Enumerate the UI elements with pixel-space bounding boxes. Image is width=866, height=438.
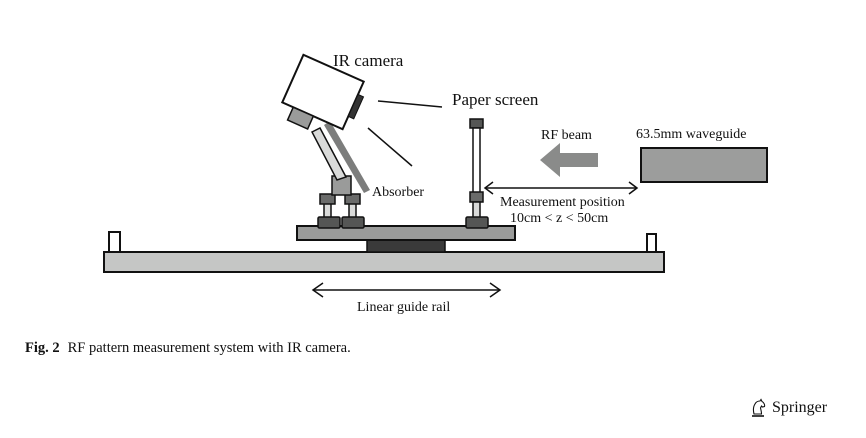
label-measurement-position: Measurement position — [500, 195, 625, 210]
camera-clamp-top-left — [319, 193, 336, 205]
camera-lens — [347, 93, 365, 120]
paper-screen-leader — [377, 100, 443, 108]
caption-text: RF pattern measurement system with IR ca… — [67, 340, 351, 356]
label-absorber: Absorber — [372, 185, 424, 200]
springer-horse-icon — [752, 398, 766, 417]
figure-caption: Fig. 2 RF pattern measurement system with… — [25, 340, 351, 357]
label-waveguide: 63.5mm waveguide — [636, 127, 746, 142]
screen-post — [472, 201, 481, 219]
camera-base-block — [286, 106, 315, 130]
waveguide — [640, 147, 768, 183]
publisher-name: Springer — [772, 399, 828, 416]
label-linear-guide-rail: Linear guide rail — [357, 300, 450, 315]
moving-platform — [296, 225, 516, 241]
absorber-plate — [324, 121, 370, 193]
label-ir-camera: IR camera — [333, 51, 404, 70]
camera-clamp-top-right — [344, 193, 361, 205]
measurement-distance-arrow — [483, 181, 639, 195]
figure-number: Fig. 2 — [25, 340, 60, 356]
screen-clamp-base — [465, 216, 489, 229]
paper-screen — [472, 127, 481, 195]
rail-end-stop-right — [646, 233, 657, 254]
label-rf-beam: RF beam — [541, 128, 592, 143]
label-measurement-range: 10cm < z < 50cm — [510, 211, 608, 226]
camera-clamp-base-left — [317, 216, 341, 229]
camera-arm — [310, 127, 348, 181]
publisher-logo: Springer — [748, 398, 827, 418]
screen-clamp-mid — [469, 191, 484, 203]
rf-measurement-diagram: IR camera Paper screen RF beam 63.5mm wa… — [103, 51, 768, 315]
label-paper-screen: Paper screen — [452, 90, 539, 109]
rf-beam-arrow — [540, 143, 598, 177]
ir-camera — [280, 53, 366, 131]
rail-carriage — [366, 239, 446, 253]
rail-end-stop-left — [108, 231, 121, 253]
camera-clamp-base-right — [341, 216, 365, 229]
screen-top-cap — [469, 118, 484, 129]
linear-guide-rail — [103, 251, 665, 273]
rail-travel-arrow — [311, 282, 502, 298]
absorber-leader — [367, 127, 413, 167]
